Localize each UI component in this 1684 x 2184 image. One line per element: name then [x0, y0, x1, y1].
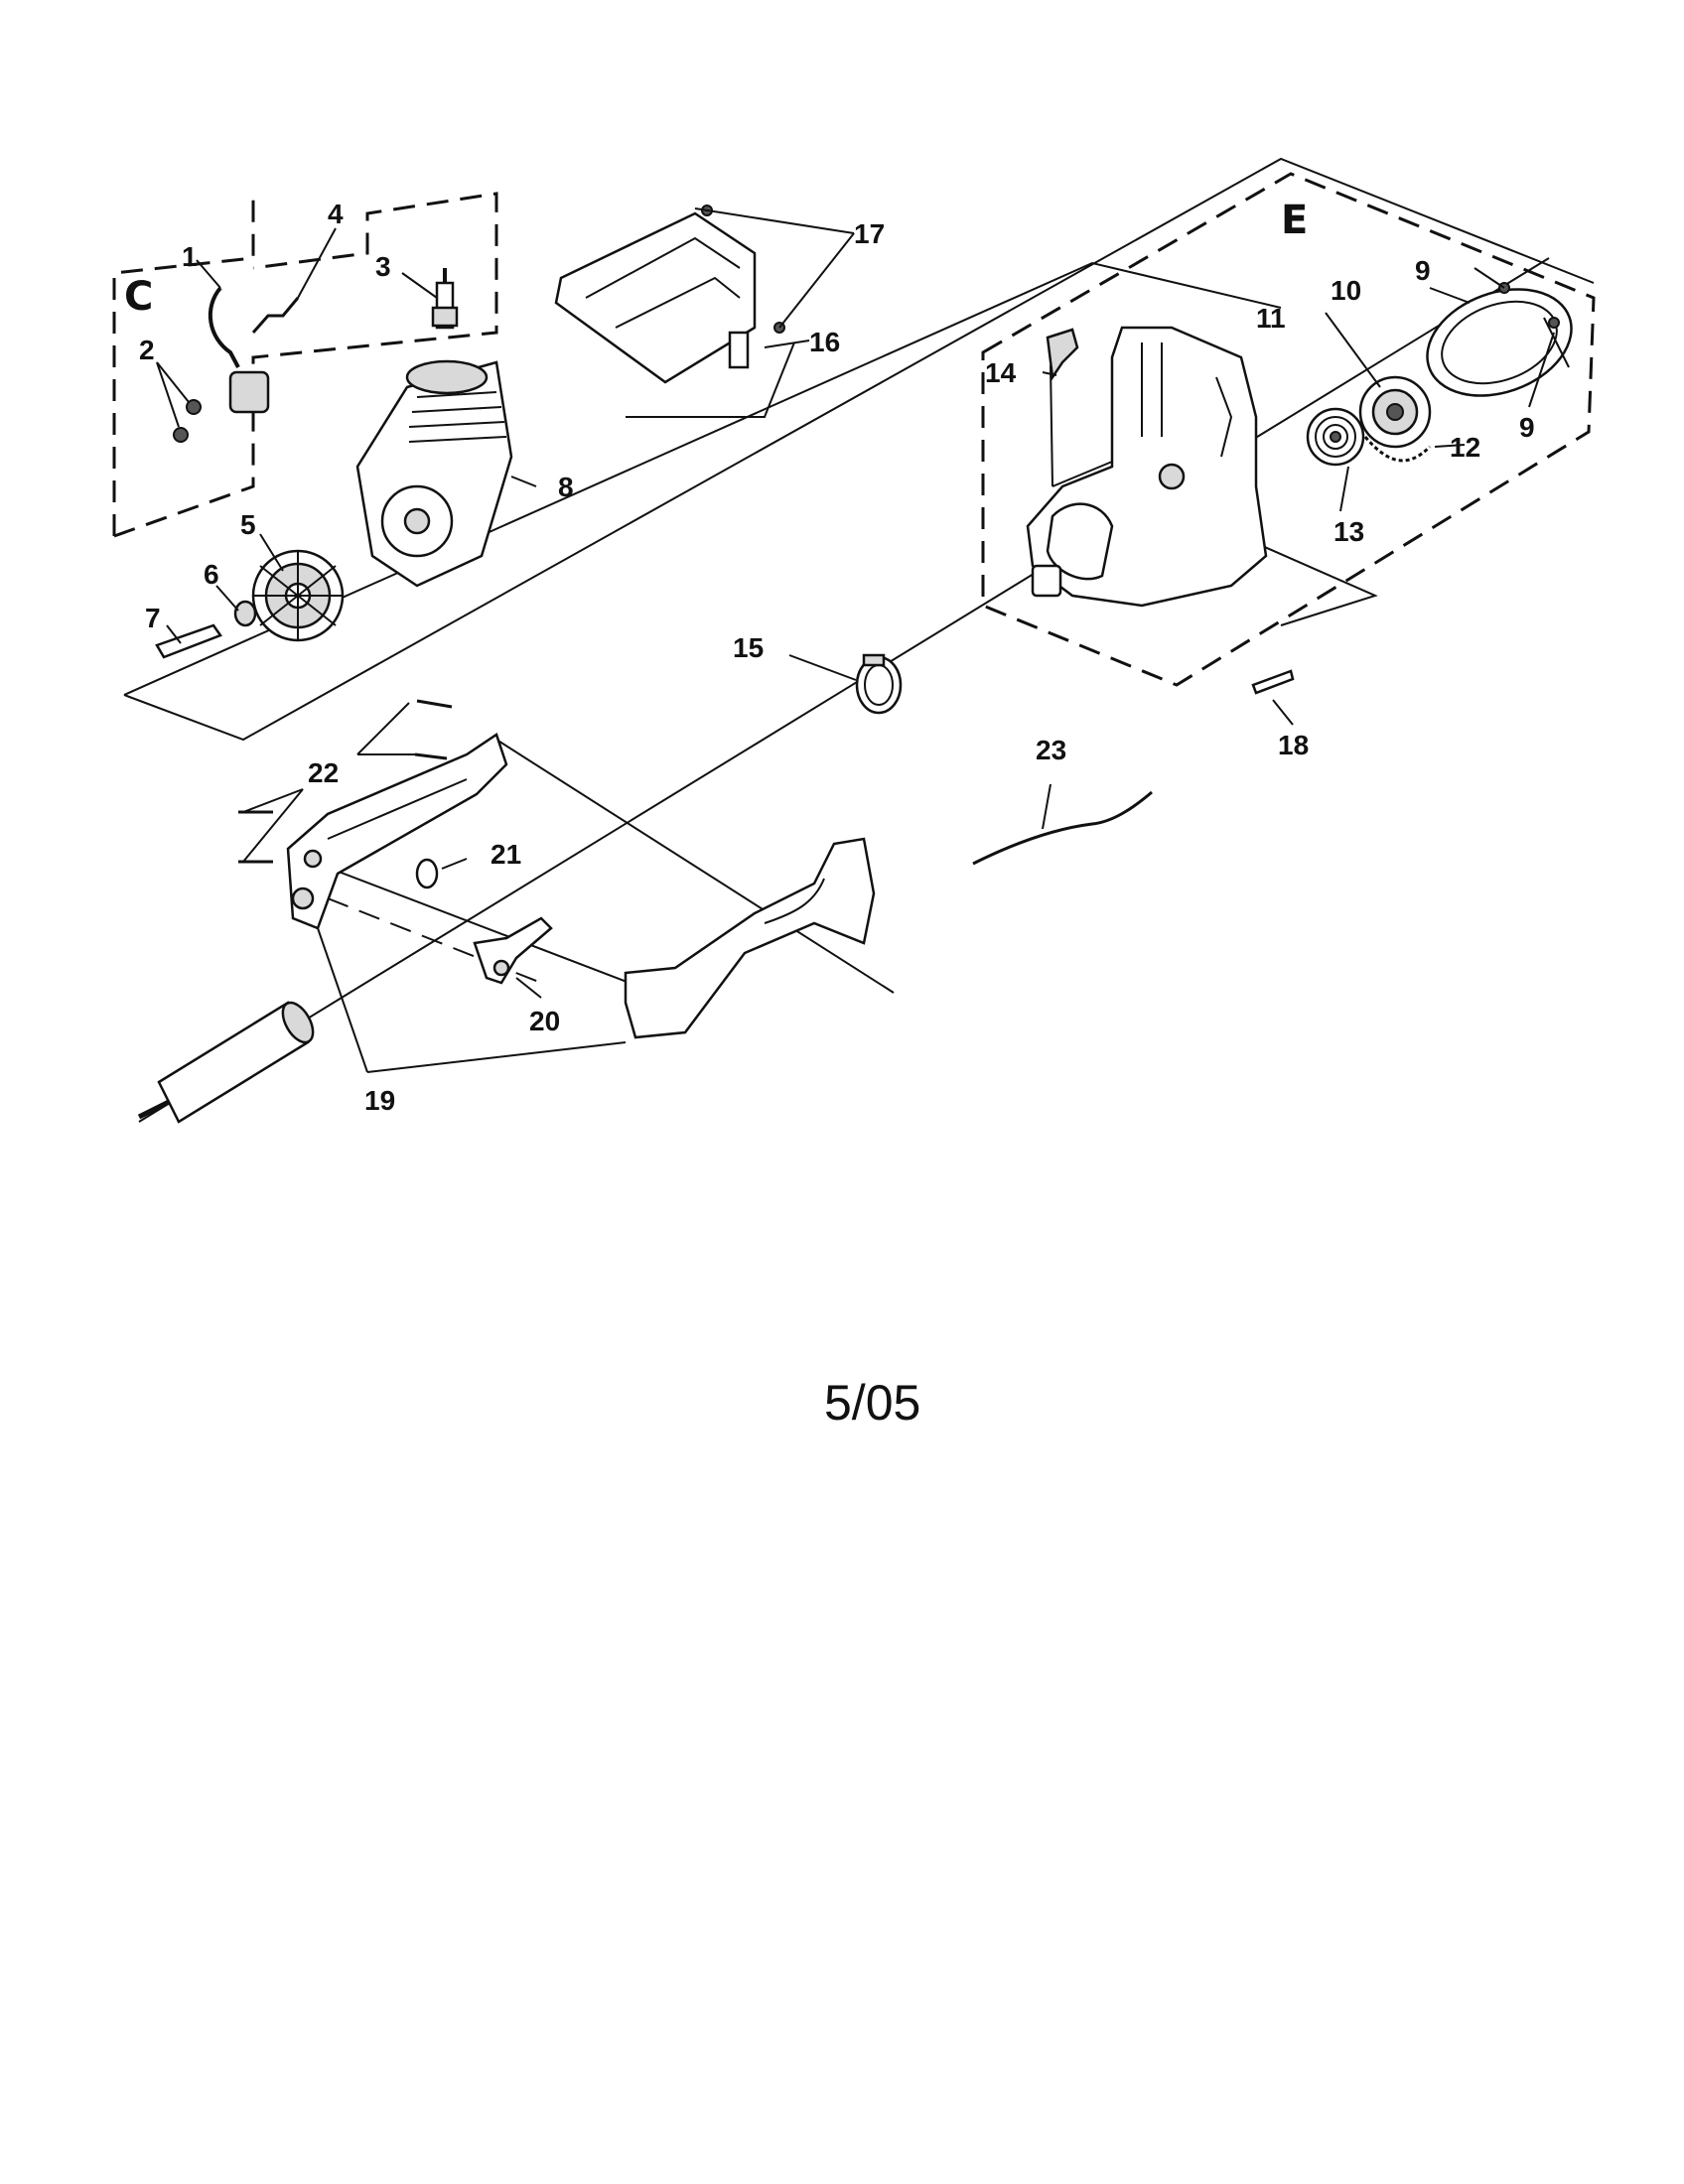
group-c-boundary [112, 192, 498, 538]
callout-part-11: 11 [1256, 303, 1286, 334]
leader-lines [156, 207, 1570, 1073]
cover-screw [1548, 317, 1560, 329]
throttle-cable [972, 790, 1153, 866]
callout-part-21: 21 [491, 839, 521, 870]
housing-plane [1250, 540, 1378, 626]
spark-plug [431, 268, 459, 330]
flywheel [251, 549, 345, 642]
group-c-label: C [124, 274, 153, 320]
top-shroud [554, 211, 757, 384]
handle-screw [414, 752, 448, 760]
handle-axis-line-2 [317, 863, 656, 994]
callout-part-8: 8 [558, 472, 574, 502]
starter-pulley [1358, 375, 1432, 449]
drive-axis-line [138, 257, 1550, 1123]
drive-shaft-tube [137, 1001, 315, 1124]
callout-part-5: 5 [240, 509, 256, 540]
ignition-wire [208, 286, 240, 368]
callout-part-14: 14 [985, 357, 1017, 388]
hose-clamp [855, 653, 903, 715]
callout-part-20: 20 [529, 1006, 560, 1036]
shroud-plane [626, 341, 795, 418]
callout-part-17: 17 [854, 218, 885, 249]
engine-housing [1026, 326, 1268, 608]
group-e-boundary [981, 172, 1596, 687]
handle-dashed-link [327, 897, 542, 984]
callout-part-12: 12 [1450, 432, 1480, 463]
callout-part-19: 19 [364, 1085, 395, 1116]
callout-part-18: 18 [1278, 730, 1309, 760]
coil-screw [186, 399, 202, 415]
handle-axis-line [495, 739, 895, 994]
engine-plane-outline [123, 157, 1595, 742]
group-e-label: E [1281, 198, 1308, 243]
callout-part-10: 10 [1331, 275, 1361, 306]
callout-part-7: 7 [145, 603, 161, 633]
starter-rope [1363, 436, 1432, 463]
date-code: 5/05 [824, 1375, 920, 1431]
handle-screw [416, 699, 453, 709]
coil-screw [173, 427, 189, 443]
callout-part-4: 4 [328, 199, 344, 229]
trigger-spring [415, 858, 439, 889]
choke-latch [1046, 328, 1079, 381]
shaft-pin [155, 623, 222, 659]
callout-part-15: 15 [733, 632, 764, 663]
callout-part-22: 22 [308, 757, 339, 788]
callout-part-1: 1 [182, 241, 198, 272]
callout-part-3: 3 [375, 251, 391, 282]
callout-part-2: 2 [139, 335, 155, 365]
callout-part-6: 6 [204, 559, 219, 590]
washer [233, 600, 257, 627]
recoil-spring [1306, 407, 1365, 467]
callout-part-16: 16 [809, 327, 840, 357]
throttle-trigger [473, 916, 553, 985]
housing-screw [1251, 669, 1295, 695]
handle-half-right [624, 837, 876, 1039]
handle-half-left [286, 733, 508, 930]
callout-part-23: 23 [1036, 735, 1066, 765]
callout-part-9-top: 9 [1415, 255, 1431, 286]
engine-cylinder [355, 359, 513, 588]
ignition-coil [228, 370, 270, 414]
ground-wire [251, 297, 300, 334]
callout-part-13: 13 [1333, 516, 1364, 547]
callout-part-9-right: 9 [1519, 412, 1535, 443]
